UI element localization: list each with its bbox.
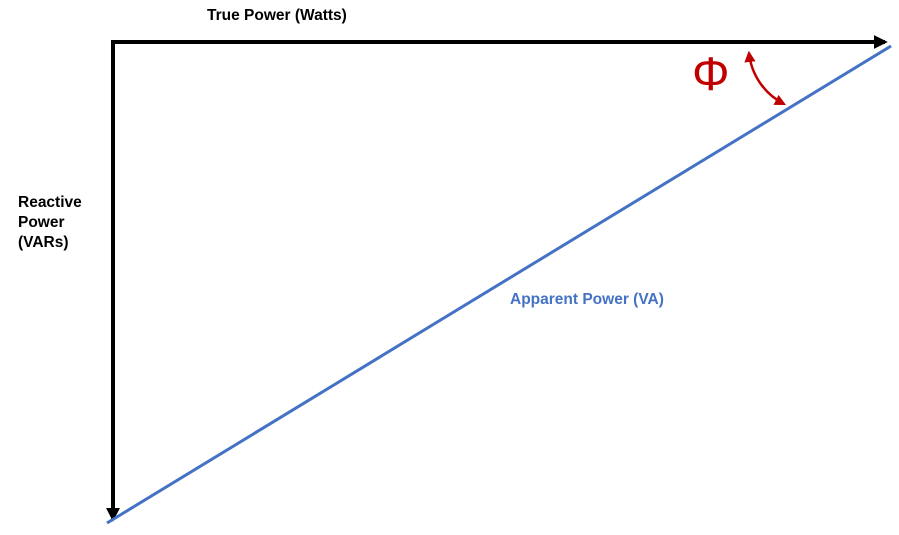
reactive-power-label: Reactive Power (VARs) <box>18 194 82 251</box>
phase-angle-arc <box>744 50 787 106</box>
apparent-power-label: Apparent Power (VA) <box>510 291 664 308</box>
apparent-power-line <box>106 44 892 525</box>
true-power-label: True Power (Watts) <box>207 7 347 24</box>
phase-angle-symbol: Φ <box>692 47 730 100</box>
